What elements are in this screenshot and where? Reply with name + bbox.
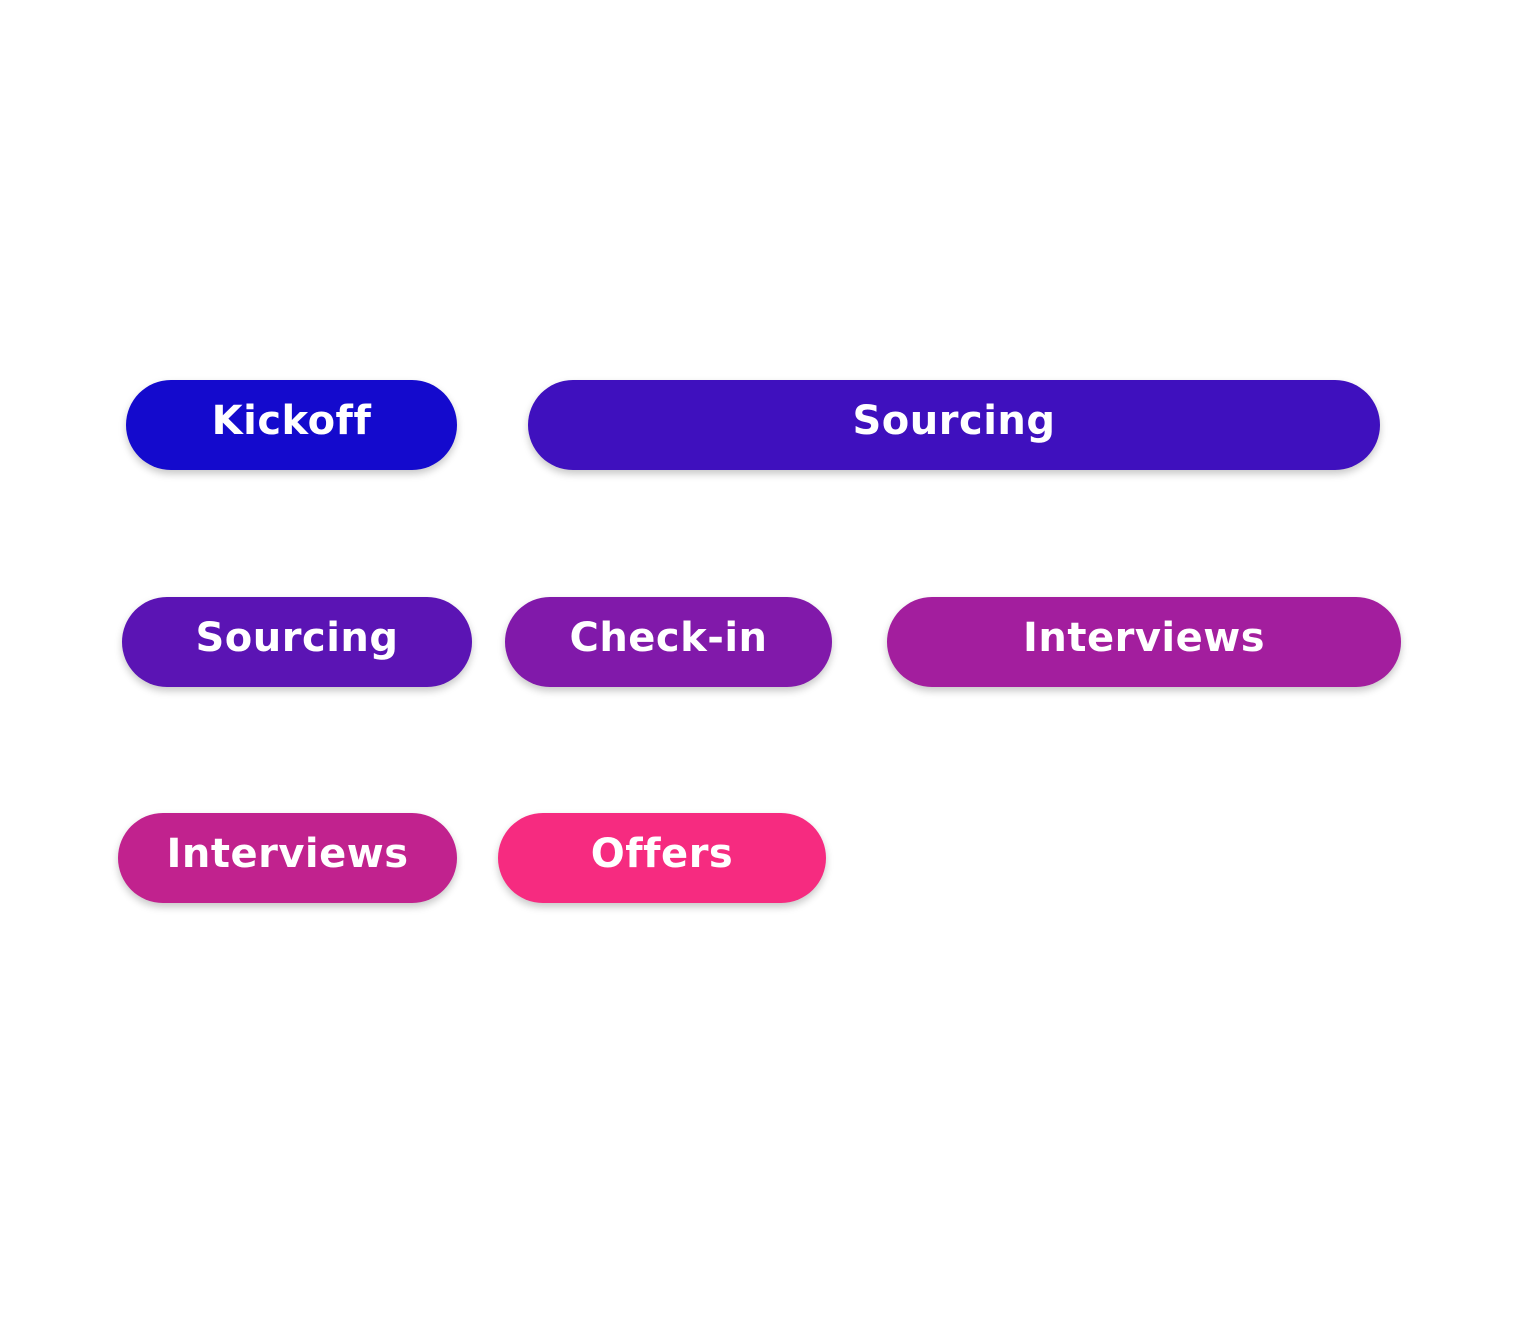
stage-label: Sourcing [852, 398, 1056, 444]
stage-pill-offers[interactable]: Offers [498, 813, 826, 903]
stage-pill-check-in[interactable]: Check-in [505, 597, 832, 687]
stage-label: Sourcing [195, 615, 399, 661]
stage-label: Interviews [1022, 615, 1265, 661]
stage-label: Check-in [569, 615, 768, 661]
stage-pill-sourcing[interactable]: Sourcing [122, 597, 472, 687]
stage-pill-interviews[interactable]: Interviews [887, 597, 1401, 687]
stage-label: Kickoff [211, 398, 372, 444]
stage-pill-kickoff[interactable]: Kickoff [126, 380, 457, 470]
stage-pill-sourcing[interactable]: Sourcing [528, 380, 1380, 470]
stage-label: Interviews [166, 831, 409, 877]
stage-label: Offers [590, 831, 734, 877]
stage-pill-interviews[interactable]: Interviews [118, 813, 457, 903]
